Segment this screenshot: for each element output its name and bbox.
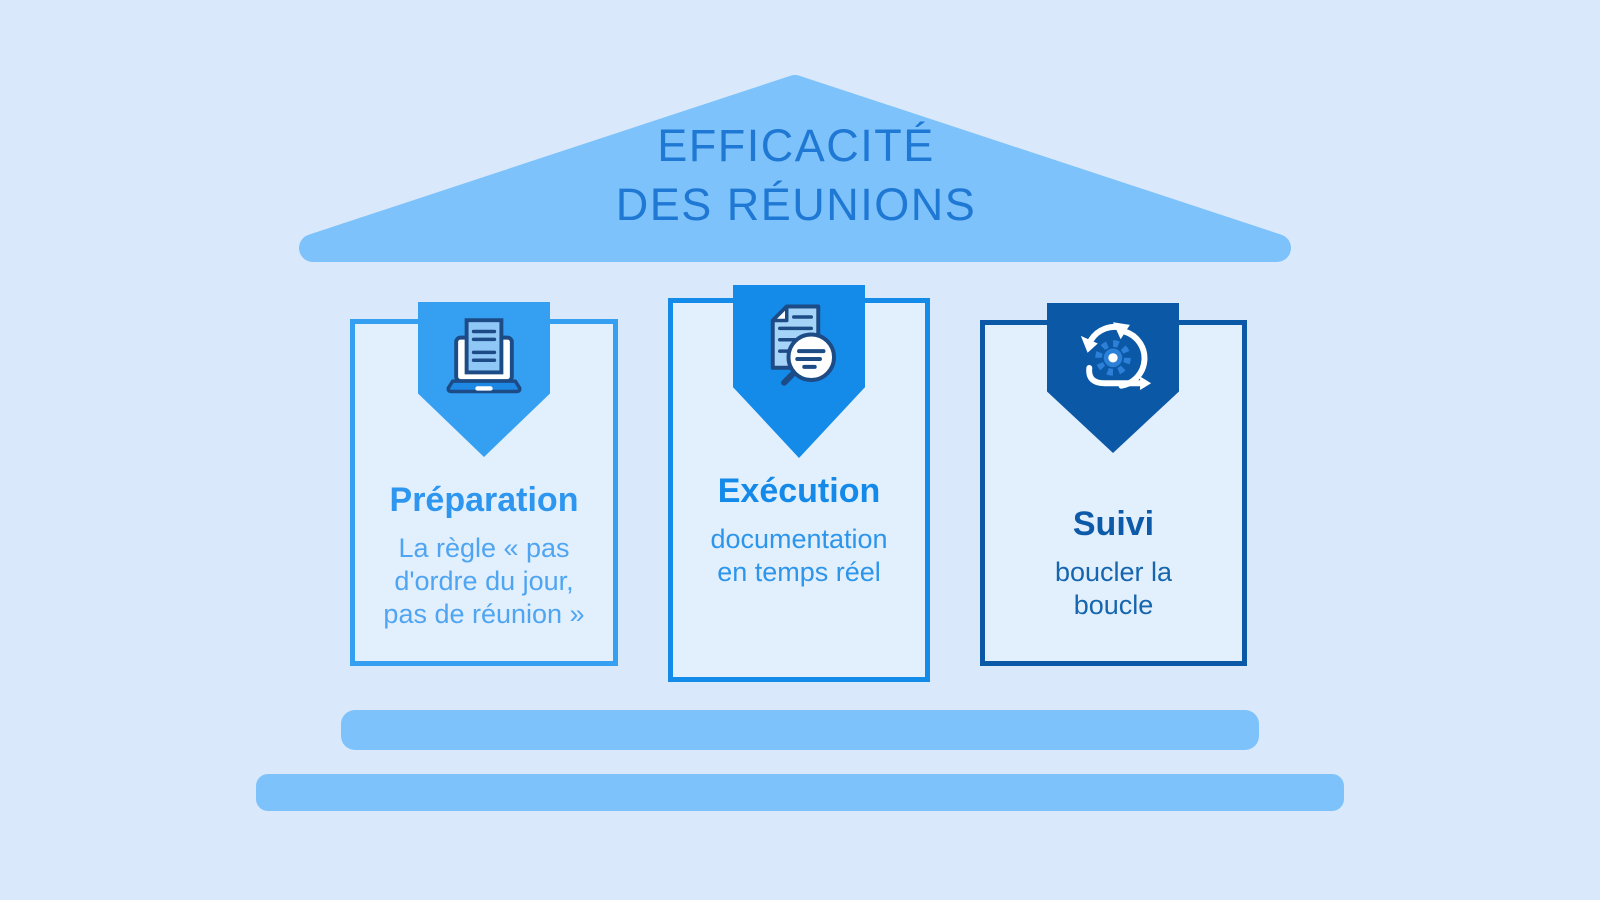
roof-triangle [299,75,1291,262]
pillar-heading: Préparation [389,481,579,519]
pillar-description: boucler la boucle [1054,557,1173,620]
pillar-description: documentation en temps réel [710,524,888,587]
pillar-suivi: Suivi boucler la boucle [980,303,1247,666]
pillar-heading: Suivi [1072,505,1155,543]
pillar-heading: Exécution [717,472,881,510]
pillar-preparation: Préparation La règle « pas d'ordre du jo… [350,302,618,666]
base-bar-bottom [256,774,1344,811]
agile-loop-icon [1080,322,1152,390]
base-bar-top [341,710,1259,750]
laptop-document-icon [446,318,522,394]
document-magnifier-icon [770,304,836,386]
main-title: EFFICACITÉ DES RÉUNIONS [615,120,977,230]
pillar-execution: Exécution documentation en temps réel [668,285,930,682]
pillar-description: La règle « pas d'ordre du jour, pas de r… [383,533,585,629]
